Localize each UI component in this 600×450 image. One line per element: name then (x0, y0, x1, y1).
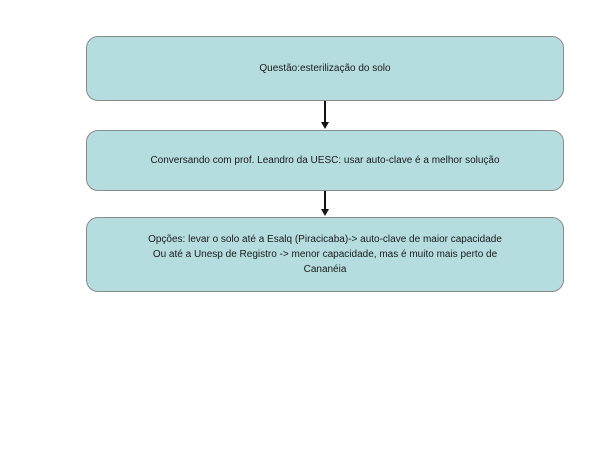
connector-shaft (324, 101, 326, 123)
flowchart-node-conversation[interactable]: Conversando com prof. Leandro da UESC: u… (86, 130, 564, 191)
connector-arrowhead (321, 122, 329, 129)
connector-arrowhead (321, 209, 329, 216)
flowchart-node-question-label: Questão:esterilização do solo (259, 63, 391, 74)
connector-shaft (324, 191, 326, 210)
flowchart-node-conversation-label: Conversando com prof. Leandro da UESC: u… (150, 155, 500, 166)
flowchart-node-options-label: Opções: levar o solo até a Esalq (Piraci… (148, 234, 502, 275)
flowchart-node-options[interactable]: Opções: levar o solo até a Esalq (Piraci… (86, 217, 564, 292)
flowchart-node-question[interactable]: Questão:esterilização do solo (86, 36, 564, 101)
